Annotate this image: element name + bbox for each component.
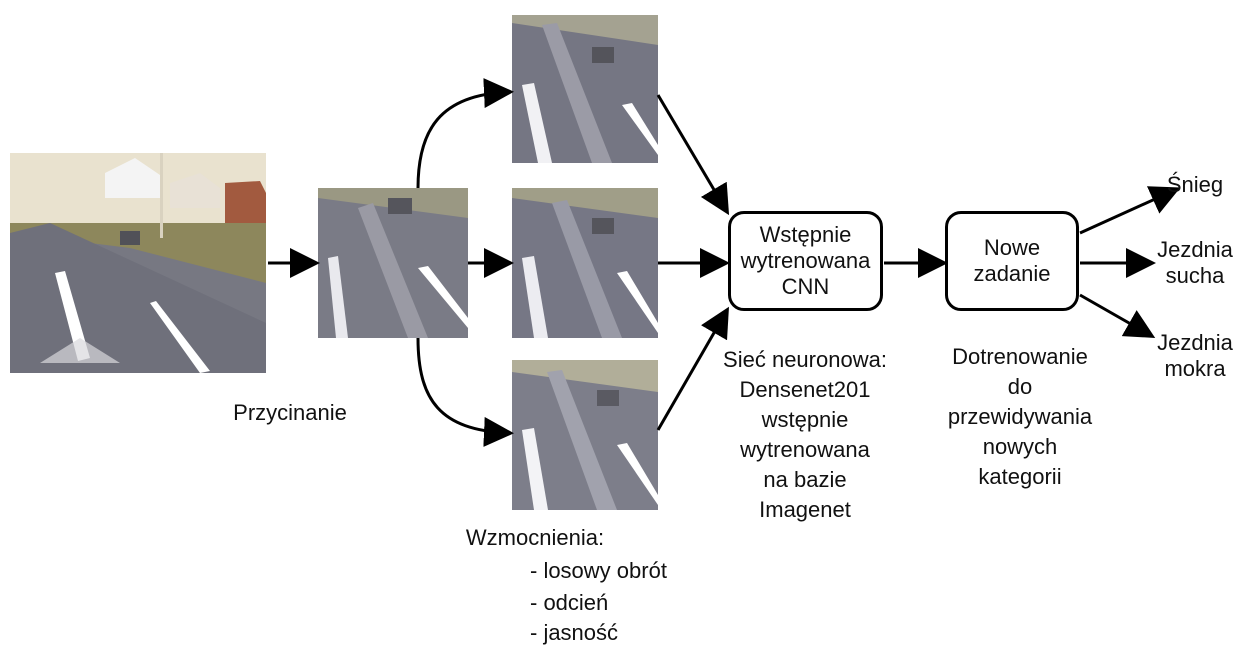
augment-title: Wzmocnienia: — [465, 525, 605, 550]
original-road-photo — [10, 153, 266, 373]
new-task-box: Nowe zadanie — [945, 211, 1079, 311]
pretrained-cnn-box: Wstępnie wytrenowana CNN — [728, 211, 883, 311]
augmented-photo-3 — [512, 360, 658, 510]
pretrained-cnn-label: Wstępnie wytrenowana CNN — [740, 222, 871, 299]
output-snow: Śnieg — [1166, 172, 1224, 197]
cropped-road-photo — [318, 188, 468, 338]
output-wet-road: Jezdnia mokra — [1157, 330, 1233, 381]
pretrained-description: Sieć neuronowa: Densenet201 wstępnie wyt… — [723, 347, 887, 522]
augmented-photo-2 — [512, 188, 658, 338]
crop-label: Przycinanie — [233, 400, 347, 425]
augment-item-hue: - odcień — [530, 590, 609, 615]
new-task-label: Nowe zadanie — [973, 235, 1051, 286]
augment-item-rotation: - losowy obrót — [530, 558, 667, 583]
output-dry-road: Jezdnia sucha — [1157, 237, 1233, 288]
augment-item-brightness: - jasność — [530, 620, 619, 645]
augmented-photo-1 — [512, 15, 658, 163]
task-description: Dotrenowanie do przewidywania nowych kat… — [947, 344, 1093, 489]
